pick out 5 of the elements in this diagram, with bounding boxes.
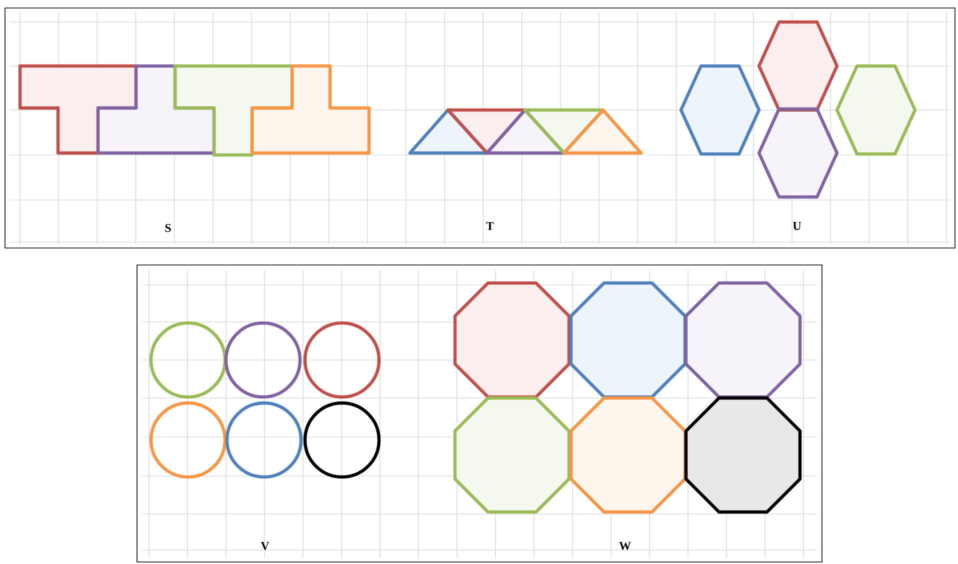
figure-label: W bbox=[619, 542, 631, 550]
figure-label: T bbox=[486, 222, 494, 230]
figure-label: U bbox=[792, 222, 802, 230]
figure-label: S bbox=[165, 224, 171, 232]
figure-label: V bbox=[260, 542, 270, 550]
